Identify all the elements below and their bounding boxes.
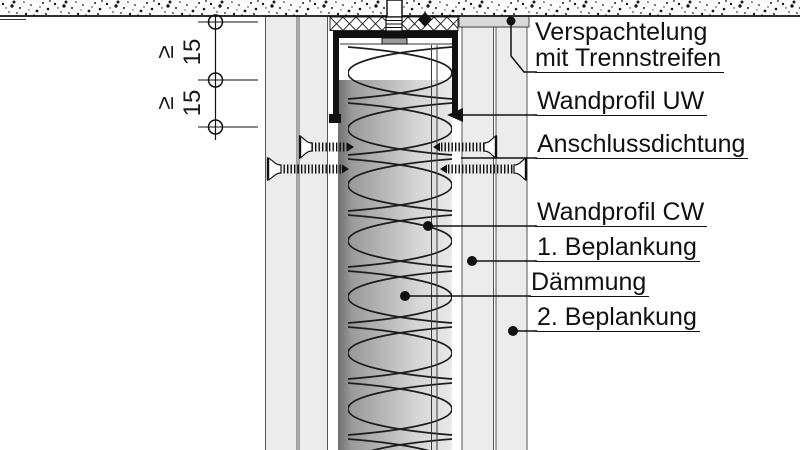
leader-dot-beplankung-2 — [508, 326, 518, 336]
leader-dot-verspachtelung — [506, 16, 516, 26]
label-wandprofil-cw: Wandprofil CW — [535, 199, 708, 227]
screw-lower-right — [440, 157, 528, 181]
label-verspachtelung-line2: mit Trennstreifen — [535, 45, 725, 73]
screw-lower-left — [266, 157, 349, 181]
daemmung-insulation — [348, 45, 452, 450]
label-daemmung: Dämmung — [529, 269, 650, 297]
dim2-value: 15 — [179, 89, 206, 117]
leader-dot-daemmung — [400, 291, 410, 301]
gypsum-boards-right — [461, 26, 528, 450]
ceiling-anchor — [381, 0, 408, 45]
label-verspachtelung-line1: Verspachtelung — [535, 18, 708, 46]
label-verspachtelung: Verspachtelung mit Trennstreifen — [535, 18, 725, 73]
label-wandprofil-uw: Wandprofil UW — [535, 88, 708, 116]
cw-profile-flange — [431, 45, 438, 450]
label-beplankung-1: 1. Beplankung — [535, 234, 700, 262]
label-beplankung-2: 2. Beplankung — [535, 304, 700, 332]
verspachtelung-joint — [458, 15, 530, 28]
dimension-line — [198, 14, 258, 140]
leader-dot-beplankung-1 — [467, 256, 477, 266]
screw-upper-left — [298, 135, 354, 159]
leader-lines — [400, 16, 537, 336]
leader-dot-cw — [423, 221, 433, 231]
dim1-value: 15 — [179, 38, 206, 66]
label-anschlussdichtung: Anschlussdichtung — [535, 131, 749, 159]
gypsum-boards-left — [265, 15, 328, 450]
leader-verspachtelung — [510, 24, 537, 73]
leader-arrow-uw — [447, 108, 463, 122]
dim1-symbol: ≥ — [152, 45, 179, 59]
dim2-symbol: ≥ — [152, 96, 179, 110]
drywall-screws — [266, 135, 528, 181]
